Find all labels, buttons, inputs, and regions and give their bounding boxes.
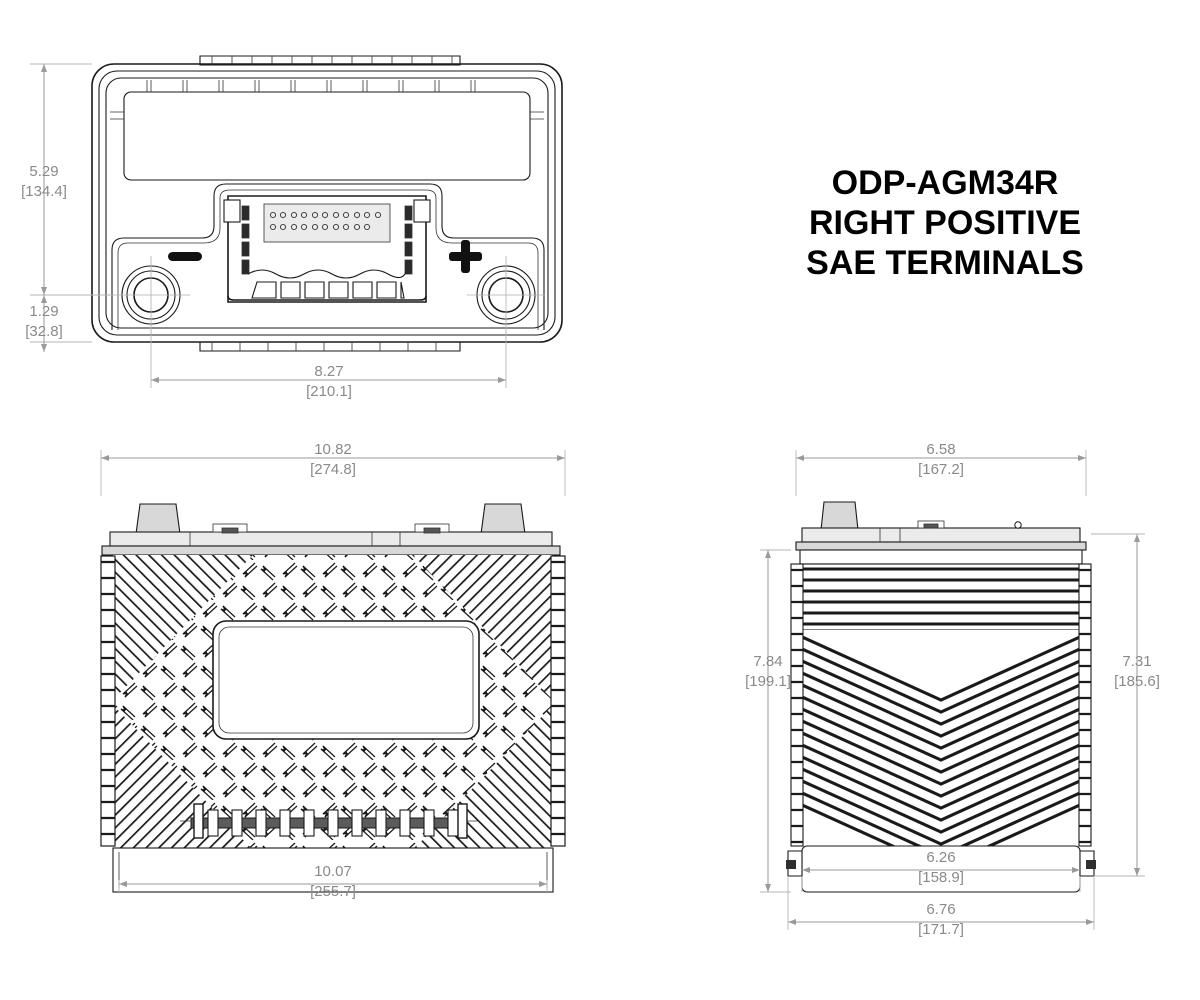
side-right-foot-pad <box>1086 860 1096 869</box>
dim-top-height-inch: 5.29 <box>29 163 58 180</box>
dim-side-width-inch: 6.58 <box>926 441 955 458</box>
vent-right-ear <box>413 199 431 223</box>
front-top-cap-upper <box>109 531 553 547</box>
dim-front-base-inch: 10.07 <box>314 863 352 880</box>
front-center-label-inner <box>218 626 474 734</box>
front-top-cap-flange <box>101 545 561 556</box>
top-view-bottom-lip-ribs <box>211 342 437 351</box>
side-view <box>786 501 1096 893</box>
dim-side-feet-inch: 6.76 <box>926 901 955 918</box>
dim-side-frontheight-inch: 7.84 <box>753 653 782 670</box>
negative-sign-icon <box>168 252 202 261</box>
dim-side-width-mm: [167.2] <box>918 461 964 478</box>
front-positive-post <box>480 503 526 535</box>
front-view <box>100 503 566 893</box>
dim-side-base-inch: 6.26 <box>926 849 955 866</box>
vent-perforation-holes <box>269 211 382 231</box>
dim-front-base-mm: [255.7] <box>310 883 356 900</box>
dim-side-base-mm: [158.9] <box>918 869 964 886</box>
front-view-dimensions: 10.82 [274.8] 10.07 [255.7] <box>100 441 566 900</box>
top-view-top-lip <box>199 55 461 66</box>
dim-side-height-inch: 7.31 <box>1122 653 1151 670</box>
side-shoulder <box>799 549 1083 565</box>
dim-top-offset-inch: 1.29 <box>29 303 58 320</box>
side-chevron-texture <box>800 630 1080 848</box>
vent-perforated-panel <box>263 203 391 243</box>
title-line-3: SAE TERMINALS <box>806 244 1084 282</box>
title-line-2: RIGHT POSITIVE <box>809 204 1081 242</box>
front-holddown-rail <box>180 803 478 839</box>
vent-wave-line <box>247 269 407 279</box>
front-cap-details <box>189 523 450 546</box>
dim-side-feet-mm: [171.7] <box>918 921 964 938</box>
side-left-edge-ribs <box>790 563 804 847</box>
side-terminal-post <box>820 501 859 531</box>
dim-front-width-mm: [274.8] <box>310 461 356 478</box>
vent-left-ear <box>223 199 241 223</box>
dim-top-height-mm: [134.4] <box>21 183 67 200</box>
dim-side-frontheight-mm: [199.1] <box>745 673 791 690</box>
dim-top-span-mm: [210.1] <box>306 383 352 400</box>
side-top-cap <box>801 527 1081 543</box>
top-view-label-panel <box>123 91 531 181</box>
negative-terminal[interactable] <box>112 252 202 334</box>
front-negative-post <box>135 503 181 535</box>
title-line-1: ODP-AGM34R <box>832 164 1059 202</box>
vent-side-slots <box>241 205 413 275</box>
top-view-top-lip-ribs <box>211 56 453 65</box>
front-right-ribs <box>550 555 566 847</box>
front-left-ribs <box>100 555 116 847</box>
dim-top-offset-mm: [32.8] <box>25 323 63 340</box>
side-view-dimensions: 6.58 [167.2] 7.84 [199.1] 7.31 [185.6] 6… <box>745 441 1160 938</box>
dim-side-height-mm: [185.6] <box>1114 673 1160 690</box>
top-view <box>91 55 563 352</box>
dim-top-span-inch: 8.27 <box>314 363 343 380</box>
top-view-recess-outline <box>111 183 545 330</box>
side-rib-band <box>799 563 1083 631</box>
side-left-foot-pad <box>786 860 796 869</box>
top-view-panel-tabs <box>110 80 544 120</box>
dim-front-width-inch: 10.82 <box>314 441 352 458</box>
vent-base-rail <box>227 296 427 303</box>
positive-terminal[interactable] <box>449 240 545 334</box>
top-view-bottom-lip <box>199 341 461 352</box>
title-block: ODP-AGM34R RIGHT POSITIVE SAE TERMINALS <box>806 164 1084 282</box>
top-view-dimensions: 5.29 [134.4] 1.29 [32.8] 8.27 [210.1] <box>21 63 507 400</box>
side-right-edge-ribs <box>1078 563 1092 847</box>
top-view-recess-outline-2 <box>117 189 539 330</box>
positive-sign-icon <box>449 240 482 273</box>
side-top-cap-flange <box>795 541 1087 551</box>
side-cap-details <box>879 520 1022 542</box>
vent-fin-row <box>251 281 405 299</box>
top-view-vent-assembly <box>223 195 431 303</box>
